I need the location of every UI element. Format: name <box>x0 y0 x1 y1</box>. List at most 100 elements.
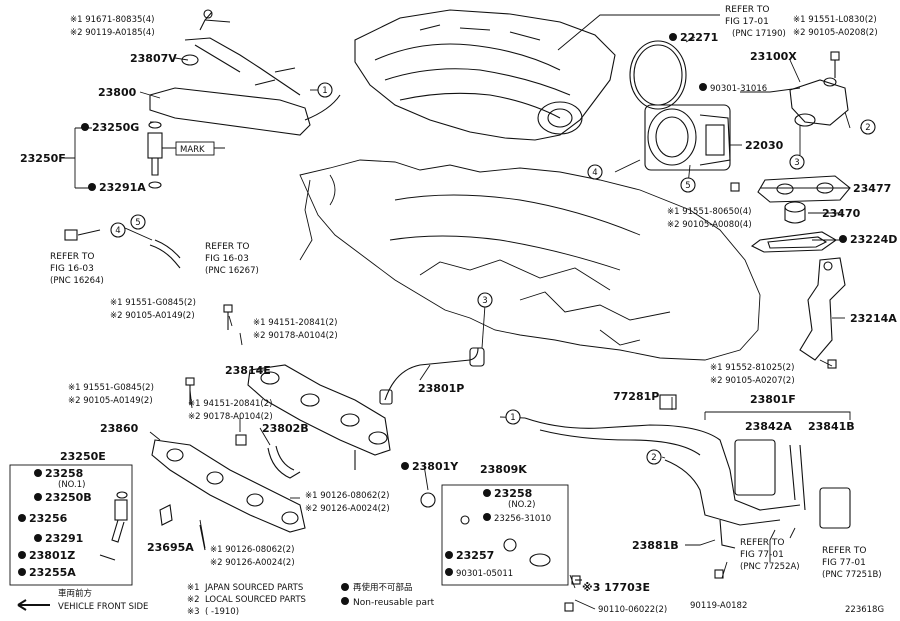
nonreusable-dot <box>699 83 707 91</box>
nonreusable-dot <box>34 534 42 542</box>
circle-ref-1-b <box>505 409 521 425</box>
label-22271: 22271 <box>680 31 718 44</box>
callout-stud-b-1: ※1 90126-08062(2) <box>210 545 294 555</box>
throttle-body <box>644 104 731 171</box>
ref-fig77b-b: FIG 77-01 <box>822 558 866 568</box>
ref-fig77b-a: REFER TO <box>822 546 867 556</box>
nonreusable-dot <box>88 183 96 191</box>
circle-ref-2-b <box>646 449 662 465</box>
fuel-hose-23801P <box>379 347 485 405</box>
callout-left-bolt2-2: ※2 90105-A0149(2) <box>68 396 153 406</box>
label-23255A: 23255A <box>29 566 76 579</box>
circle-ref-4-b <box>110 222 126 238</box>
front-label-jp: 車両前方 <box>58 588 92 599</box>
connector-kit-box <box>441 484 569 586</box>
callout-nut-a-2: ※2 90178-A0104(2) <box>253 331 338 341</box>
label-90110-06022: 90110-06022(2) <box>598 605 667 615</box>
fuel-rail-lower <box>247 364 391 456</box>
ref-fig16a-b: FIG 16-03 <box>50 264 94 274</box>
lifter-23470 <box>784 201 806 224</box>
label-23814E: 23814E <box>225 364 271 377</box>
legend-dot <box>341 583 349 591</box>
gasket-23224D <box>750 231 838 253</box>
leader-lines <box>77 14 862 610</box>
callout-left-bolt-2: ※2 90105-A0149(2) <box>110 311 195 321</box>
label-23842A: 23842A <box>745 420 792 433</box>
svg-text:1: 1 <box>510 413 515 423</box>
nonreusable-dot <box>445 568 453 576</box>
hose-23802B <box>267 445 301 479</box>
nonreusable-dot <box>483 489 491 497</box>
circle-ref-4-a <box>587 164 603 180</box>
svg-text:4: 4 <box>592 168 597 178</box>
callout-left-bolt-1: ※1 91551-G0845(2) <box>110 298 196 308</box>
legend-1-text: JAPAN SOURCED PARTS <box>204 583 303 593</box>
front-arrow-icon <box>17 599 50 611</box>
nonreusable-dot <box>483 513 491 521</box>
label-23801Y: 23801Y <box>412 460 459 473</box>
callout-top-right-1: ※1 91551-L0830(2) <box>793 15 877 25</box>
label-23470: 23470 <box>822 207 861 220</box>
nonreusable-dot <box>839 235 847 243</box>
callout-stud-a-1: ※1 90126-08062(2) <box>305 491 389 501</box>
label-23258-no1-sub: (NO.1) <box>58 480 85 490</box>
fuel-pump <box>789 51 849 127</box>
svg-text:5: 5 <box>135 218 140 228</box>
label-23801P: 23801P <box>418 382 464 395</box>
ref-fig16a-c: (PNC 16264) <box>50 276 104 286</box>
engine-block-outline <box>299 159 761 361</box>
nonreusable-dot <box>34 469 42 477</box>
circle-ref-3-b <box>477 292 493 308</box>
svg-text:5: 5 <box>685 181 690 191</box>
callout-nut-a-1: ※1 94151-20841(2) <box>253 318 337 328</box>
label-22030: 22030 <box>745 139 784 152</box>
svg-text:2: 2 <box>651 453 656 463</box>
label-90301-31016: 90301-31016 <box>710 84 767 94</box>
injector-upper <box>147 121 163 189</box>
nonreusable-dot <box>401 462 409 470</box>
ref-fig16a-a: REFER TO <box>50 252 95 262</box>
legend-nonreusable-en: Non-reusable part <box>353 598 435 608</box>
legend-2-mark: ※2 <box>187 595 200 605</box>
legend-2-text: LOCAL SOURCED PARTS <box>205 595 306 605</box>
label-23800: 23800 <box>98 86 137 99</box>
label-23258-no1: 23258 <box>45 467 83 480</box>
front-label-en: VEHICLE FRONT SIDE <box>58 602 148 612</box>
ref-fig17-c: (PNC 17190) <box>732 29 786 39</box>
label-23477: 23477 <box>853 182 891 195</box>
callout-stud-b-2: ※2 90126-A0024(2) <box>210 558 295 568</box>
label-23801Z: 23801Z <box>29 549 75 562</box>
bracket-23250F <box>62 127 92 189</box>
labels: ※1 91671-80835(4) ※2 90119-A0185(4) 2380… <box>17 5 897 617</box>
label-23258-no2: 23258 <box>494 487 532 500</box>
label-23250B: 23250B <box>45 491 92 504</box>
legend-1-mark: ※1 <box>187 583 200 593</box>
callout-top-left-1: ※1 91671-80835(4) <box>70 15 154 25</box>
label-23841B: 23841B <box>808 420 855 433</box>
circle-ref-5-b <box>130 214 146 230</box>
legend-3-mark: ※3 <box>187 607 200 617</box>
callout-right-2: ※2 90105-A0207(2) <box>710 376 795 386</box>
label-90301-05011: 90301-05011 <box>456 569 513 579</box>
injector-kit-box <box>9 464 133 586</box>
circle-ref-3-a <box>789 154 805 170</box>
callout-mid-right-1: ※1 91551-80650(4) <box>667 207 751 217</box>
label-23291: 23291 <box>45 532 83 545</box>
nonreusable-dot <box>669 33 677 41</box>
ref-fig17-a: REFER TO <box>725 5 770 15</box>
label-23224D: 23224D <box>850 233 897 246</box>
wire-harness <box>524 394 851 549</box>
intake-manifold <box>354 9 616 141</box>
circle-callouts: 1 2 3 4 5 4 5 3 1 2 <box>110 82 876 465</box>
callout-right-1: ※1 91552-81025(2) <box>710 363 794 373</box>
nonreusable-dot <box>18 568 26 576</box>
injector-rail-23860 <box>151 439 306 533</box>
nonreusable-dot <box>445 551 453 559</box>
callout-nut-b-1: ※1 94151-20841(2) <box>188 399 272 409</box>
gasket-plate-23477 <box>757 175 851 203</box>
nonreusable-dot <box>18 514 26 522</box>
ref-fig16b-b: FIG 16-03 <box>205 254 249 264</box>
svg-text:1: 1 <box>322 86 327 96</box>
circle-ref-2-a <box>860 119 876 135</box>
label-23809K: 23809K <box>480 463 527 476</box>
